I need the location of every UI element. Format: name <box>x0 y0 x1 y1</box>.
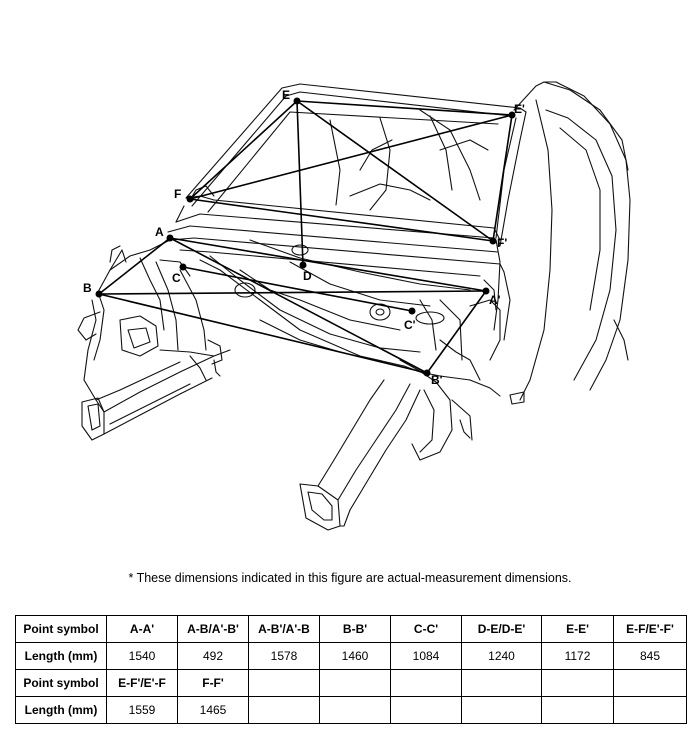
point-B <box>95 290 103 298</box>
empty-cell <box>248 696 320 724</box>
point-B-prime <box>423 369 431 377</box>
dimension-table: Point symbol A-A' A-B/A'-B' A-B'/A'-B B-… <box>15 615 687 724</box>
line-E-E-prime <box>296 100 513 116</box>
label-A-prime: A' <box>489 293 501 307</box>
empty-cell <box>248 669 320 697</box>
point-F <box>186 195 194 203</box>
table-row: Point symbol A-A' A-B/A'-B' A-B'/A'-B B-… <box>15 615 687 643</box>
point-symbol-cell: A-A' <box>106 615 178 643</box>
table-row: Length (mm) 1540 492 1578 1460 1084 1240… <box>15 642 687 670</box>
length-cell: 1084 <box>390 642 462 670</box>
point-E <box>293 97 301 105</box>
row-header: Point symbol <box>15 669 107 697</box>
label-C-prime: C' <box>404 318 416 332</box>
row-header: Point symbol <box>15 615 107 643</box>
point-symbol-cell: C-C' <box>390 615 462 643</box>
label-B-prime: B' <box>431 373 443 387</box>
line-A-B <box>98 237 171 295</box>
empty-cell <box>613 696 687 724</box>
body-dimension-diagram: A A' B B' C C' D E E' F F' <box>77 81 631 531</box>
line-E-F <box>189 100 298 200</box>
line-A-A-prime <box>169 237 487 292</box>
line-E-F-prime <box>296 100 494 242</box>
length-cell: 1240 <box>461 642 542 670</box>
point-symbol-cell: E-F/E'-F' <box>613 615 687 643</box>
length-cell: 1559 <box>106 696 178 724</box>
length-cell: 845 <box>613 642 687 670</box>
point-symbol-cell: B-B' <box>319 615 391 643</box>
line-E-prime-F-prime <box>492 114 513 242</box>
line-D-E <box>296 100 304 266</box>
table-row: Point symbol E-F'/E'-F F-F' <box>15 669 687 697</box>
point-D <box>299 261 307 269</box>
point-symbol-cell: A-B/A'-B' <box>177 615 249 643</box>
point-symbol-cell: E-E' <box>541 615 614 643</box>
label-D: D <box>303 269 312 283</box>
empty-cell <box>319 669 391 697</box>
empty-cell <box>613 669 687 697</box>
length-cell: 1540 <box>106 642 178 670</box>
point-symbol-cell: D-E/D-E' <box>461 615 542 643</box>
label-C: C <box>172 271 181 285</box>
line-A-prime-B <box>98 290 487 295</box>
length-cell: 1172 <box>541 642 614 670</box>
empty-cell <box>319 696 391 724</box>
point-labels: A A' B B' C C' D E E' F F' <box>83 88 525 387</box>
measurement-note: * These dimensions indicated in this fig… <box>128 571 572 585</box>
label-F: F <box>174 187 181 201</box>
row-header: Length (mm) <box>15 696 107 724</box>
length-cell: 1578 <box>248 642 320 670</box>
vehicle-body-drawing <box>77 81 631 531</box>
line-F-F-prime <box>189 198 494 242</box>
empty-cell <box>541 696 614 724</box>
point-E-prime <box>508 111 516 119</box>
point-C-prime <box>408 307 416 315</box>
label-B: B <box>83 281 92 295</box>
line-C-C-prime <box>182 266 413 312</box>
empty-cell <box>390 669 462 697</box>
point-A <box>166 234 174 242</box>
label-E: E <box>282 88 290 102</box>
point-symbol-cell: E-F'/E'-F <box>106 669 178 697</box>
line-A-prime-B-prime <box>426 290 487 374</box>
table-row: Length (mm) 1559 1465 <box>15 696 687 724</box>
empty-cell <box>541 669 614 697</box>
label-E-prime: E' <box>514 102 525 116</box>
length-cell: 1465 <box>177 696 249 724</box>
measurement-lines <box>98 100 513 374</box>
point-symbol-cell: F-F' <box>177 669 249 697</box>
measurement-points <box>95 97 516 377</box>
empty-cell <box>461 669 542 697</box>
line-B-B-prime <box>98 293 428 374</box>
point-C <box>179 263 187 271</box>
empty-cell <box>390 696 462 724</box>
row-header: Length (mm) <box>15 642 107 670</box>
label-A: A <box>155 225 164 239</box>
empty-cell <box>461 696 542 724</box>
line-E-prime-F <box>189 114 513 200</box>
point-symbol-cell: A-B'/A'-B <box>248 615 320 643</box>
point-A-prime <box>482 287 490 295</box>
label-F-prime: F' <box>497 236 507 250</box>
line-A-B-prime <box>169 237 428 374</box>
length-cell: 492 <box>177 642 249 670</box>
length-cell: 1460 <box>319 642 391 670</box>
point-F-prime <box>489 237 497 245</box>
